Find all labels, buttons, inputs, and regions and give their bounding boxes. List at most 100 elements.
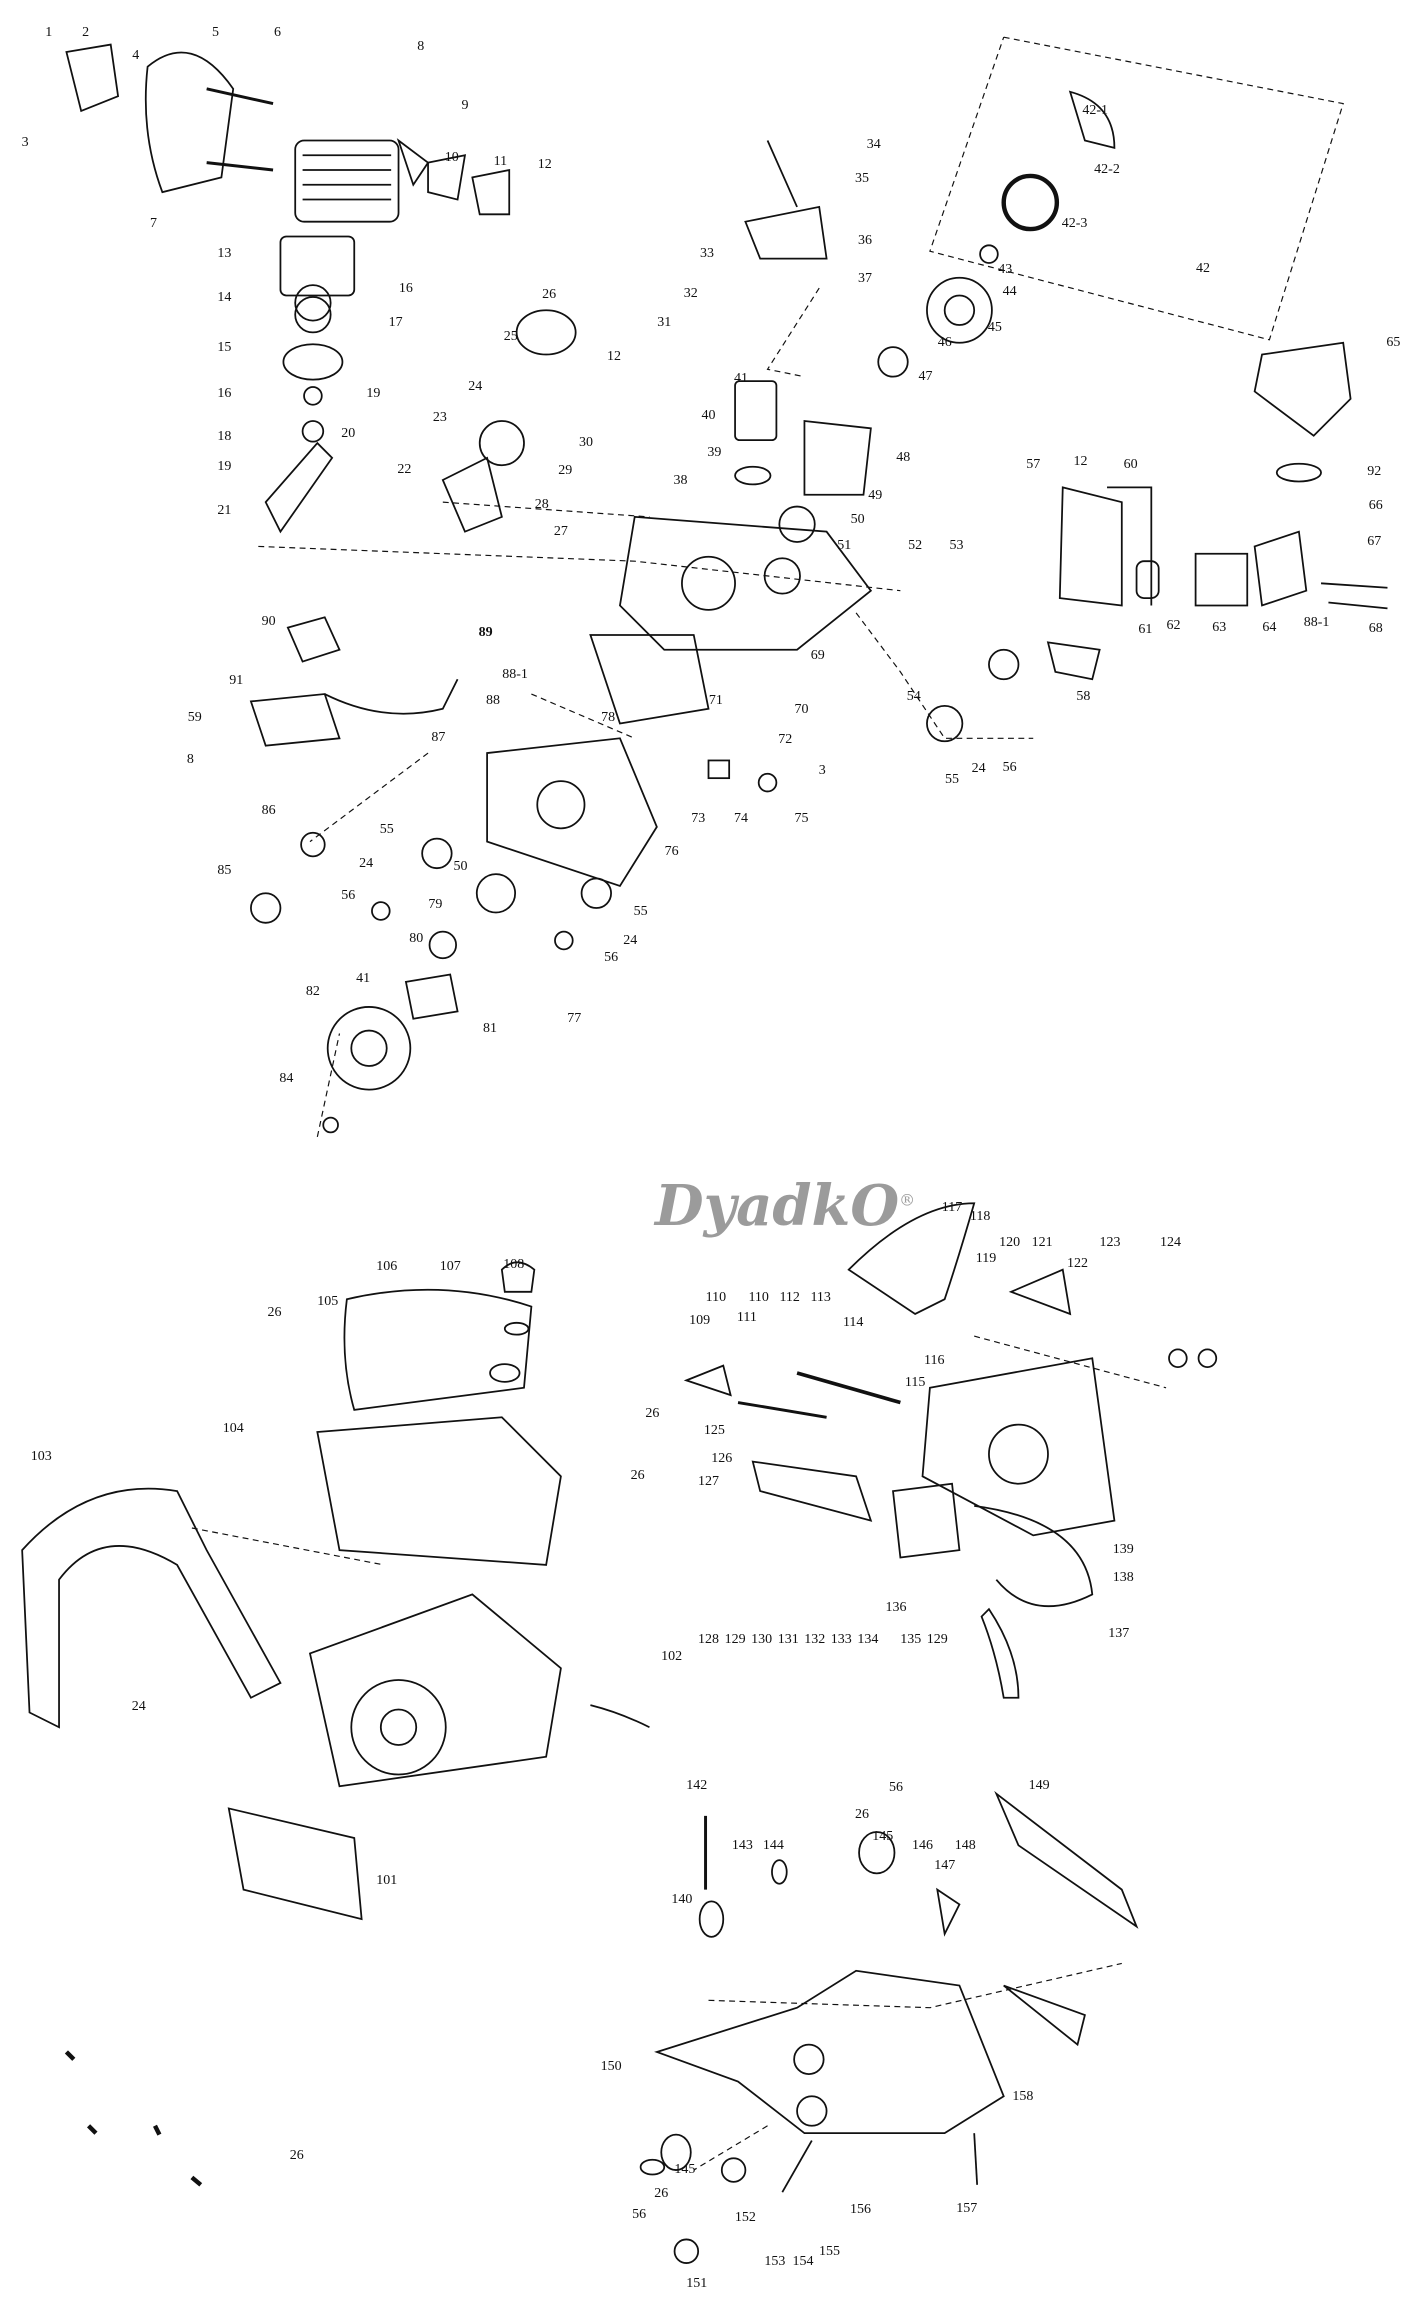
part-number-label: 133 bbox=[830, 1632, 852, 1648]
part-number-label: 67 bbox=[1367, 533, 1382, 549]
part-number-label: 127 bbox=[698, 1474, 719, 1490]
part-number-label: 56 bbox=[632, 2206, 647, 2222]
part-number-label: 55 bbox=[945, 771, 959, 787]
part-number-label: 18 bbox=[217, 429, 232, 444]
part-number-label: 156 bbox=[850, 2202, 871, 2218]
part-number-label: 134 bbox=[857, 1632, 879, 1648]
part-number-label: 148 bbox=[954, 1837, 976, 1853]
part-number-label: 114 bbox=[842, 1314, 864, 1330]
part-number-label: 21 bbox=[217, 502, 232, 518]
part-number-label: 131 bbox=[777, 1632, 799, 1648]
part-number-label: 31 bbox=[657, 315, 672, 331]
part-number-label: 43 bbox=[998, 262, 1013, 278]
part-number-label: 51 bbox=[837, 538, 852, 554]
part-number-label: 154 bbox=[792, 2253, 814, 2269]
part-number-label: 108 bbox=[503, 1257, 525, 1273]
part-number-label: 157 bbox=[956, 2200, 978, 2216]
part-number-label: 102 bbox=[661, 1648, 683, 1664]
part-number-label: 66 bbox=[1368, 498, 1383, 514]
part-number-label: 7 bbox=[150, 216, 157, 232]
part-number-label: 50 bbox=[850, 511, 865, 527]
part-number-label: 40 bbox=[701, 408, 716, 424]
part-number-label: 6 bbox=[274, 24, 281, 40]
part-number-label: 78 bbox=[601, 709, 616, 725]
part-number-label: 74 bbox=[734, 811, 748, 827]
part-number-label: 135 bbox=[900, 1632, 922, 1648]
part-number-label: 24 bbox=[971, 761, 986, 777]
part-number-label: 150 bbox=[600, 2059, 622, 2074]
part-number-label: 4 bbox=[132, 48, 140, 64]
part-number-label: 140 bbox=[671, 1892, 693, 1908]
part-number-label: 91 bbox=[229, 672, 244, 688]
part-number-label: 55 bbox=[633, 904, 648, 920]
part-number-label: 16 bbox=[217, 386, 232, 402]
part-number-label: 24 bbox=[131, 1698, 146, 1714]
part-number-label: 77 bbox=[567, 1010, 582, 1026]
part-number-label: 85 bbox=[217, 863, 232, 879]
part-number-label: 147 bbox=[934, 1858, 956, 1874]
part-number-label: 15 bbox=[217, 340, 232, 356]
part-number-label: 158 bbox=[1012, 2088, 1034, 2104]
part-number-label: 17 bbox=[388, 315, 403, 331]
part-number-label: 23 bbox=[432, 409, 447, 425]
part-number-label: 11 bbox=[493, 154, 508, 170]
part-number-label: 12 bbox=[1073, 454, 1088, 470]
part-number-label: 5 bbox=[212, 24, 219, 40]
part-number-label: 62 bbox=[1166, 618, 1181, 633]
part-number-label: 63 bbox=[1212, 619, 1227, 635]
part-number-label: 24 bbox=[623, 932, 638, 948]
part-number-label: 125 bbox=[703, 1422, 725, 1438]
part-number-label: 16 bbox=[398, 281, 413, 297]
part-number-label: 22 bbox=[397, 461, 412, 477]
part-number-label: 2 bbox=[82, 24, 90, 40]
part-number-label: 25 bbox=[503, 328, 518, 344]
part-number-label: 41 bbox=[734, 371, 748, 387]
part-number-label: 53 bbox=[949, 538, 964, 554]
part-number-label: 76 bbox=[664, 843, 679, 859]
part-number-label: 113 bbox=[810, 1289, 831, 1305]
part-number-label: 44 bbox=[1002, 284, 1017, 300]
part-number-label: 54 bbox=[906, 688, 921, 704]
part-number-label: 123 bbox=[1099, 1235, 1121, 1251]
part-number-label: 57 bbox=[1026, 457, 1041, 473]
part-number-label: 139 bbox=[1112, 1542, 1134, 1558]
brand-watermark: DyadkO® bbox=[655, 1178, 915, 1234]
part-number-label: 41 bbox=[356, 970, 371, 986]
part-number-label: 68 bbox=[1368, 620, 1383, 636]
part-number-label: 79 bbox=[428, 897, 443, 912]
part-number-label: 65 bbox=[1386, 334, 1401, 350]
part-number-label: 26 bbox=[289, 2147, 304, 2163]
part-number-label: 152 bbox=[734, 2209, 756, 2225]
part-number-label: 88-1 bbox=[502, 666, 528, 682]
part-number-label: 155 bbox=[819, 2243, 840, 2259]
part-number-label: 87 bbox=[431, 730, 446, 746]
part-number-label: 132 bbox=[804, 1632, 826, 1648]
part-number-label: 146 bbox=[912, 1837, 933, 1853]
part-number-label: 9 bbox=[461, 98, 469, 114]
part-number-label: 101 bbox=[376, 1872, 398, 1888]
part-number-label: 86 bbox=[261, 802, 276, 818]
part-number-label: 129 bbox=[724, 1632, 746, 1648]
part-number-label: 26 bbox=[654, 2185, 669, 2201]
part-number-label: 120 bbox=[999, 1235, 1021, 1251]
part-number-label: 42-3 bbox=[1061, 216, 1088, 232]
part-number-label: 130 bbox=[751, 1632, 773, 1648]
part-number-label: 60 bbox=[1123, 457, 1138, 473]
part-number-label: 27 bbox=[553, 523, 568, 539]
part-number-label: 84 bbox=[279, 1071, 294, 1087]
part-number-label: 52 bbox=[908, 538, 923, 554]
chain-brake-group bbox=[683, 1202, 1218, 1699]
carburetor-group bbox=[926, 341, 1388, 743]
crankcase-group bbox=[441, 140, 873, 651]
part-number-label: 143 bbox=[731, 1837, 753, 1853]
part-number-label: 110 bbox=[705, 1289, 727, 1305]
part-number-label: 89 bbox=[478, 625, 493, 641]
part-number-label: 20 bbox=[341, 426, 356, 442]
part-number-label: 36 bbox=[858, 232, 872, 248]
registered-mark: ® bbox=[899, 1190, 916, 1210]
part-number-label: 19 bbox=[217, 458, 232, 474]
engine-assembly-group bbox=[21, 1261, 650, 1921]
part-number-label: 46 bbox=[937, 334, 952, 350]
